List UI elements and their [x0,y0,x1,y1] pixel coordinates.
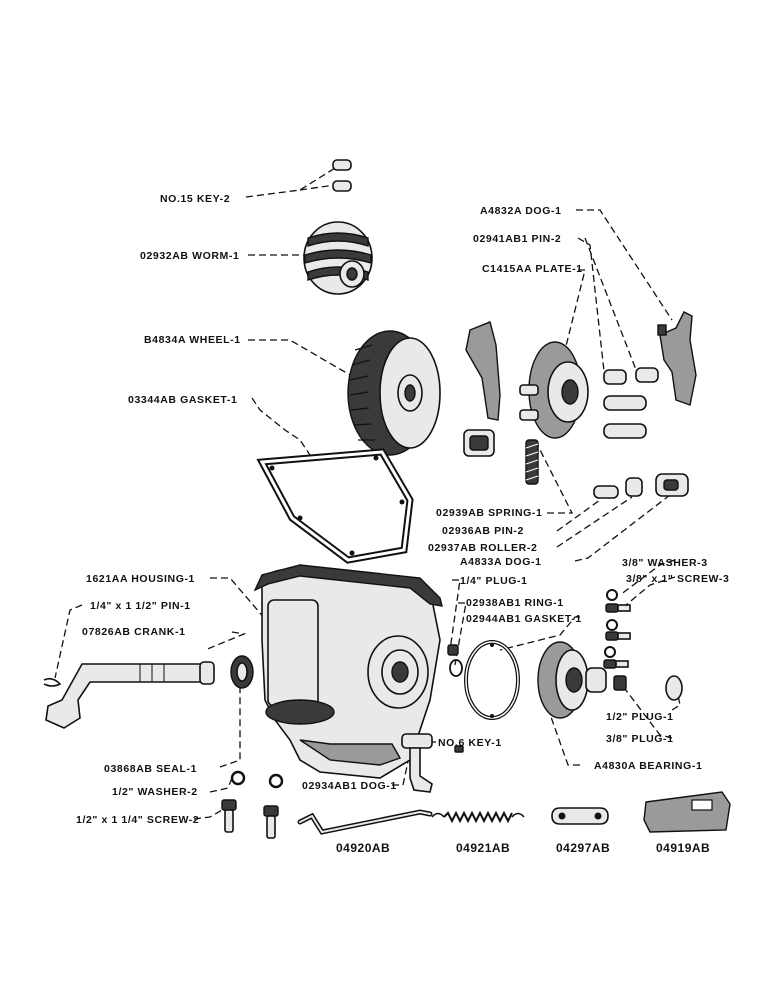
seal-icon [230,655,254,689]
plug-half-icon [665,675,683,701]
plug-quarter-icon [447,644,459,656]
label-wheel: B4834A WHEEL-1 [144,334,241,346]
pin-quarter-icon [43,677,62,687]
label-gasket-02944: 02944AB1 GASKET-1 [466,613,582,625]
label-key-no15: NO.15 KEY-2 [160,193,230,205]
plate-icon [519,341,589,439]
label-seal: 03868AB SEAL-1 [104,763,197,775]
part-number-04921ab: 04921AB [456,841,510,855]
cover-04919ab-icon [643,791,731,833]
link-04297ab-icon [551,807,609,825]
dog-02934-icon [401,733,433,793]
label-crank: 07826AB CRANK-1 [82,626,186,638]
label-pin-02941ab1: 02941AB1 PIN-2 [473,233,561,245]
dog-a4833a-icon [463,321,501,457]
part-numbers: 04920AB 04921AB 04297AB 04919AB [336,841,710,855]
pin-02936ab-icon [593,485,619,499]
screw-half-icon [221,799,279,839]
label-ring: 02938AB1 RING-1 [466,597,564,609]
labels: NO.15 KEY-2 02932AB WORM-1 B4834A WHEEL-… [76,193,729,826]
label-roller: 02937AB ROLLER-2 [428,542,537,554]
rod-04920ab-icon [297,809,433,835]
label-key-no6: NO.6 KEY-1 [438,737,502,749]
spring-04921ab-icon [431,810,525,824]
housing-icon [253,564,443,779]
label-screw-half: 1/2" x 1 1/4" SCREW-2 [76,814,199,826]
spring-icon [525,439,539,485]
label-dog-a4832a: A4832A DOG-1 [480,205,562,217]
part-number-04919ab: 04919AB [656,841,710,855]
label-worm: 02932AB WORM-1 [140,250,239,262]
dog-a4832a-icon [657,311,697,406]
worm-wheel-icon [347,330,441,456]
worm-gear-icon [303,221,373,295]
washer-3-8-icon [604,589,618,658]
label-dog-a4833a: A4833A DOG-1 [460,556,542,568]
gasket-02944-icon [464,640,520,720]
no6-key-icon [454,745,464,753]
label-screw-3-8: 3/8" x 1" SCREW-3 [626,573,729,585]
pin-02941ab1-icon [603,367,659,439]
label-spring: 02939AB SPRING-1 [436,507,542,519]
bearing-icon [537,641,607,719]
part-number-04920ab: 04920AB [336,841,390,855]
label-plug-3-8: 3/8" PLUG-1 [606,733,674,745]
label-plate: C1415AA PLATE-1 [482,263,583,275]
label-washer-3-8: 3/8" WASHER-3 [622,557,708,569]
ring-icon [449,659,463,677]
crank-icon [45,661,215,729]
label-housing: 1621AA HOUSING-1 [86,573,195,585]
label-plug-quarter: 1/4" PLUG-1 [460,575,528,587]
label-washer-half: 1/2" WASHER-2 [112,786,198,798]
roller-icon [625,477,643,497]
label-dog-02934: 02934AB1 DOG-1 [302,780,397,792]
washer-half-icon [230,770,284,789]
gasket-icon [256,448,414,564]
label-bearing: A4830A BEARING-1 [594,760,702,772]
label-pin-quarter: 1/4" x 1 1/2" PIN-1 [90,600,191,612]
plug-3-8-icon [613,675,627,691]
screw-3-8-icon [603,603,631,669]
label-gasket: 03344AB GASKET-1 [128,394,237,406]
dog-small-icon [655,473,689,497]
label-plug-half: 1/2" PLUG-1 [606,711,674,723]
no15-key-icon [332,159,352,192]
label-pin-02936ab: 02936AB PIN-2 [442,525,524,537]
part-number-04297ab: 04297AB [556,841,610,855]
